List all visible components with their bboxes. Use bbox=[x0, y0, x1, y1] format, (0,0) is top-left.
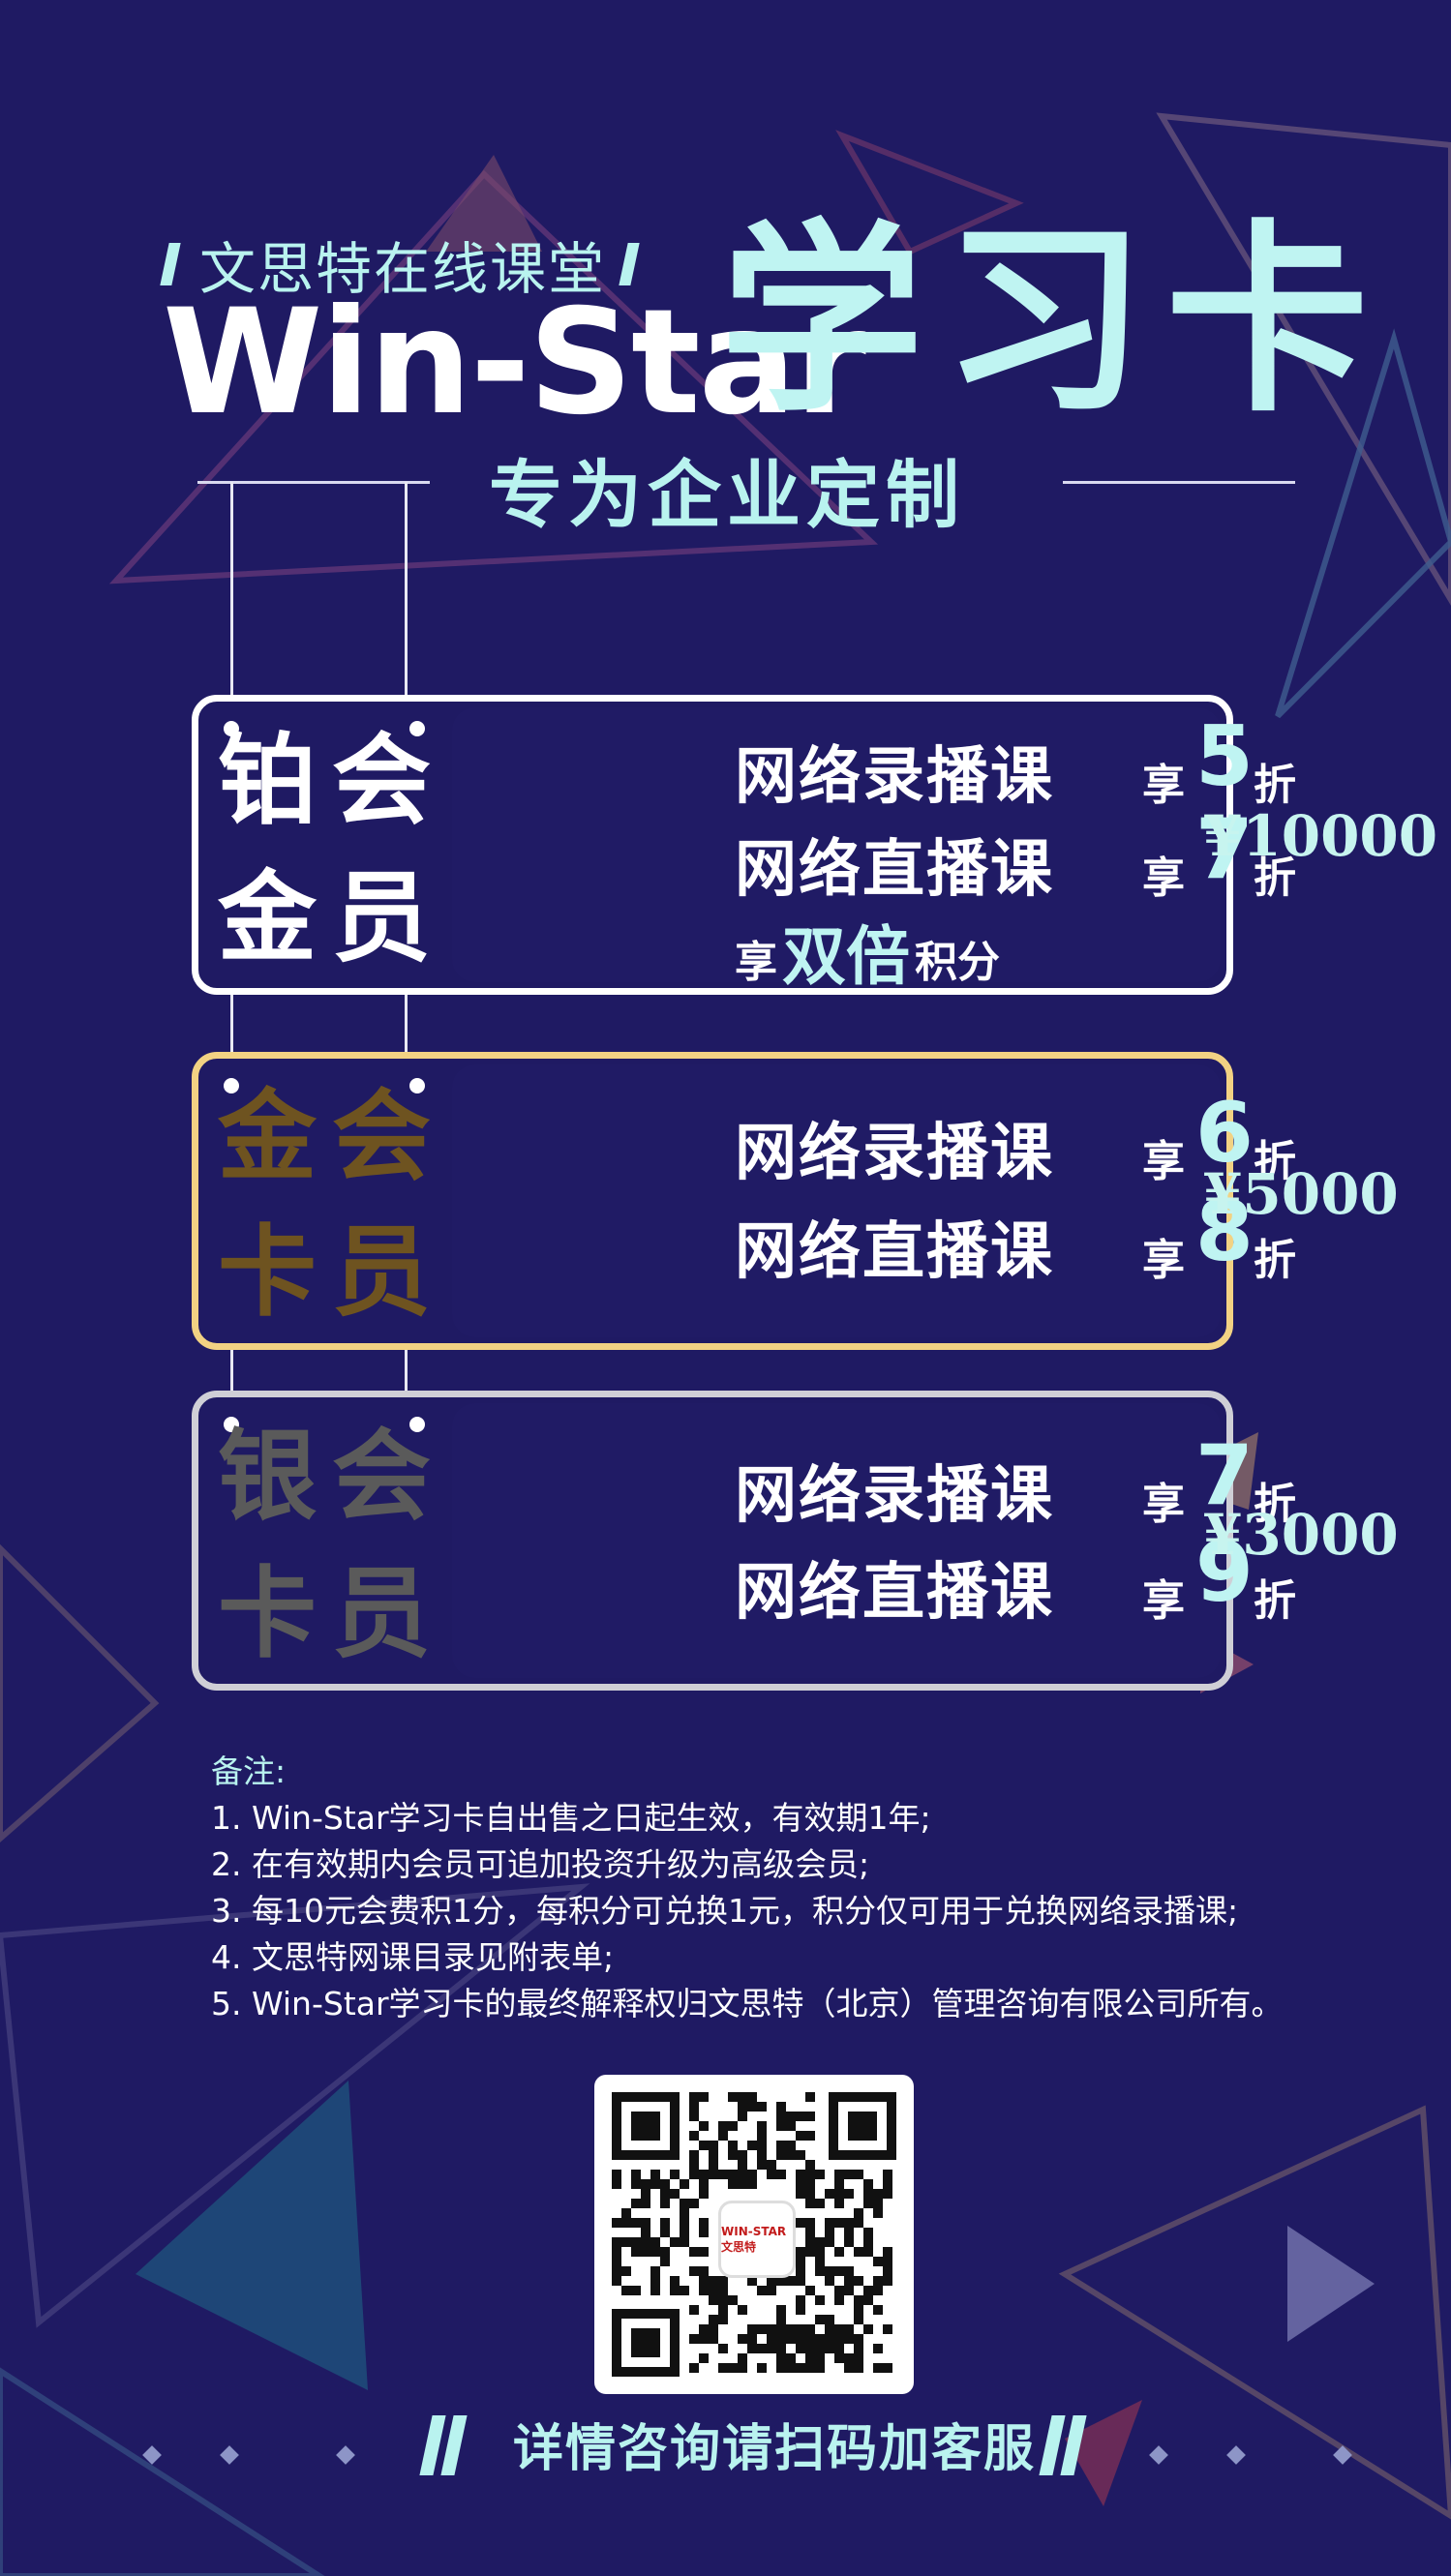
plate-char: 铂 bbox=[218, 724, 317, 839]
discount-suffix: 折 bbox=[1254, 1480, 1296, 1529]
gold-price: ¥5000 bbox=[1203, 1161, 1399, 1227]
plate-char: 卡 bbox=[218, 1215, 317, 1331]
card-panel bbox=[452, 1403, 1221, 1678]
plate-char: 会 bbox=[332, 1420, 431, 1535]
extra-prefix: 享 bbox=[735, 938, 777, 987]
benefit-label: 网络录播课 bbox=[735, 1118, 1054, 1189]
note-item: 3. 每10元会费积1分，每积分可兑换1元，积分仅可用于兑换网络录播课; bbox=[211, 1892, 1239, 1930]
brand-name-cn: 文思特在线课堂 bbox=[199, 236, 607, 302]
subtitle-rule-right bbox=[1063, 481, 1295, 484]
note-item: 2. 在有效期内会员可追加投资升级为高级会员; bbox=[211, 1845, 870, 1883]
page-title: 学习卡 bbox=[720, 202, 1389, 439]
benefit-prefix: 享 bbox=[1142, 1236, 1185, 1285]
card-panel bbox=[452, 707, 1221, 982]
plate-char: 卡 bbox=[218, 1557, 317, 1672]
benefit-prefix: 享 bbox=[1142, 1480, 1185, 1529]
discount-value: 7 bbox=[1195, 801, 1254, 898]
plate-char: 金 bbox=[218, 861, 317, 976]
plate-char: 员 bbox=[332, 1557, 431, 1672]
notes-title: 备注: bbox=[211, 1752, 287, 1790]
qr-code-icon bbox=[612, 2092, 896, 2377]
discount-value: 9 bbox=[1195, 1524, 1254, 1621]
platinum-card: 铂 会 金 员 网络录播课 享 5 折 网络直播课 享 7 折 享 双倍 积分 bbox=[192, 695, 1296, 995]
qr-code[interactable]: WIN-STAR文思特 bbox=[594, 2075, 914, 2394]
silver-plate: 银 会 卡 员 bbox=[210, 1409, 438, 1684]
plate-char: 会 bbox=[332, 724, 431, 839]
benefit-prefix: 享 bbox=[1142, 1576, 1185, 1626]
benefit-prefix: 享 bbox=[1142, 854, 1185, 903]
benefit-label: 网络直播课 bbox=[735, 1216, 1054, 1288]
benefit-prefix: 享 bbox=[1142, 1137, 1185, 1186]
plate-char: 金 bbox=[218, 1080, 317, 1195]
discount-value: 5 bbox=[1195, 708, 1254, 805]
discount-suffix: 折 bbox=[1254, 1137, 1296, 1186]
footer-cta: 详情咨询请扫码加客服 bbox=[513, 2420, 1037, 2478]
silver-card: 银 会 卡 员 网络录播课 享 7 折 网络直播课 享 9 折 bbox=[192, 1391, 1296, 1691]
plate-char: 员 bbox=[332, 861, 431, 976]
benefit-label: 网络录播课 bbox=[735, 741, 1054, 813]
qr-logo: WIN-STAR文思特 bbox=[718, 2201, 796, 2278]
plate-char: 会 bbox=[332, 1080, 431, 1195]
plate-hole bbox=[224, 1078, 239, 1093]
discount-value: 8 bbox=[1195, 1183, 1254, 1280]
brand-line: 文思特在线课堂 bbox=[160, 221, 641, 308]
brand-name-en: Win-Star bbox=[163, 279, 866, 447]
benefit-label: 网络直播课 bbox=[735, 1557, 1054, 1629]
gold-plate: 金 会 卡 员 bbox=[210, 1070, 438, 1341]
card-panel bbox=[452, 1064, 1221, 1337]
plate-hole bbox=[224, 1417, 239, 1432]
note-item: 1. Win-Star学习卡自出售之日起生效，有效期1年; bbox=[211, 1799, 931, 1837]
discount-suffix: 折 bbox=[1254, 761, 1296, 810]
platinum-price: ¥10000 bbox=[1203, 803, 1438, 869]
note-item: 4. 文思特网课目录见附表单; bbox=[211, 1938, 615, 1976]
plate-hole bbox=[409, 721, 425, 736]
gold-card: 金 会 卡 员 网络录播课 享 6 折 网络直播课 享 8 折 bbox=[192, 1052, 1296, 1350]
plate-hole bbox=[224, 721, 239, 736]
plate-char: 银 bbox=[218, 1420, 317, 1535]
benefit-label: 网络直播课 bbox=[735, 834, 1054, 906]
discount-value: 7 bbox=[1195, 1427, 1254, 1524]
subtitle-rule-left bbox=[197, 481, 430, 484]
benefit-prefix: 享 bbox=[1142, 761, 1185, 810]
discount-suffix: 折 bbox=[1254, 1236, 1296, 1285]
page-subtitle: 专为企业定制 bbox=[489, 452, 965, 538]
plate-char: 员 bbox=[332, 1215, 431, 1331]
notes-section: 备注: 1. Win-Star学习卡自出售之日起生效，有效期1年; 2. 在有效… bbox=[211, 1749, 1284, 2027]
extra-suffix: 积分 bbox=[915, 938, 1000, 987]
discount-value: 6 bbox=[1195, 1085, 1254, 1182]
extra-highlight: 双倍 bbox=[782, 919, 910, 994]
note-item: 5. Win-Star学习卡的最终解释权归文思特（北京）管理咨询有限公司所有。 bbox=[211, 1985, 1284, 2022]
silver-price: ¥3000 bbox=[1203, 1502, 1399, 1568]
discount-suffix: 折 bbox=[1254, 1576, 1296, 1626]
discount-suffix: 折 bbox=[1254, 854, 1296, 903]
benefit-label: 网络录播课 bbox=[735, 1460, 1054, 1532]
plate-hole bbox=[409, 1417, 425, 1432]
plate-hole bbox=[409, 1078, 425, 1093]
platinum-plate: 铂 会 金 员 bbox=[210, 713, 438, 988]
